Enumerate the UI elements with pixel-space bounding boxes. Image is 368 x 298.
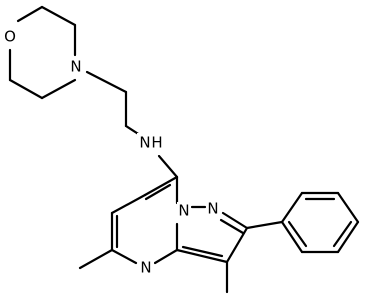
atom-label: N bbox=[140, 259, 151, 277]
atom-label: N bbox=[139, 134, 150, 152]
atom-label-background bbox=[3, 27, 18, 45]
atom-n-pyrimidine: N bbox=[138, 258, 154, 278]
bond bbox=[16, 5, 44, 23]
atom-label: N bbox=[178, 202, 189, 220]
bond bbox=[144, 183, 172, 201]
bond bbox=[245, 220, 284, 230]
bond bbox=[336, 191, 360, 224]
bond-layer bbox=[8, 5, 360, 294]
bond bbox=[225, 226, 249, 264]
bond bbox=[110, 248, 138, 265]
bond bbox=[280, 191, 304, 224]
bond bbox=[40, 78, 77, 100]
atom-label-background bbox=[138, 258, 154, 278]
atom-label-background bbox=[69, 58, 83, 76]
bond bbox=[8, 78, 44, 100]
atom-o-morpholine: O bbox=[3, 27, 18, 46]
bond bbox=[221, 211, 249, 230]
bond bbox=[153, 248, 179, 265]
bond bbox=[336, 220, 360, 254]
bond bbox=[85, 70, 128, 94]
bond bbox=[280, 220, 304, 254]
atom-n-amine: N H bbox=[137, 133, 163, 155]
bond bbox=[287, 220, 308, 248]
atom-n-pyrazole: N bbox=[206, 200, 220, 218]
atom-n-morpholine: N bbox=[69, 58, 83, 76]
atom-label: O bbox=[4, 28, 16, 46]
bond bbox=[110, 193, 147, 215]
bond bbox=[40, 5, 77, 27]
bond bbox=[175, 248, 229, 264]
bond bbox=[143, 175, 179, 197]
atom-label: N bbox=[207, 200, 218, 218]
bond bbox=[181, 245, 224, 258]
atom-label-background bbox=[206, 200, 220, 218]
atom-label-background bbox=[137, 133, 161, 155]
atom-layer: O N N H N N N bbox=[3, 27, 220, 278]
bond bbox=[78, 248, 114, 270]
atom-label: N bbox=[70, 58, 81, 76]
bond bbox=[332, 220, 353, 248]
bond bbox=[219, 218, 245, 235]
bond bbox=[157, 154, 179, 179]
atom-label-background bbox=[177, 202, 191, 222]
atom-label: H bbox=[151, 134, 162, 152]
atom-n-bridge: N bbox=[177, 202, 191, 222]
